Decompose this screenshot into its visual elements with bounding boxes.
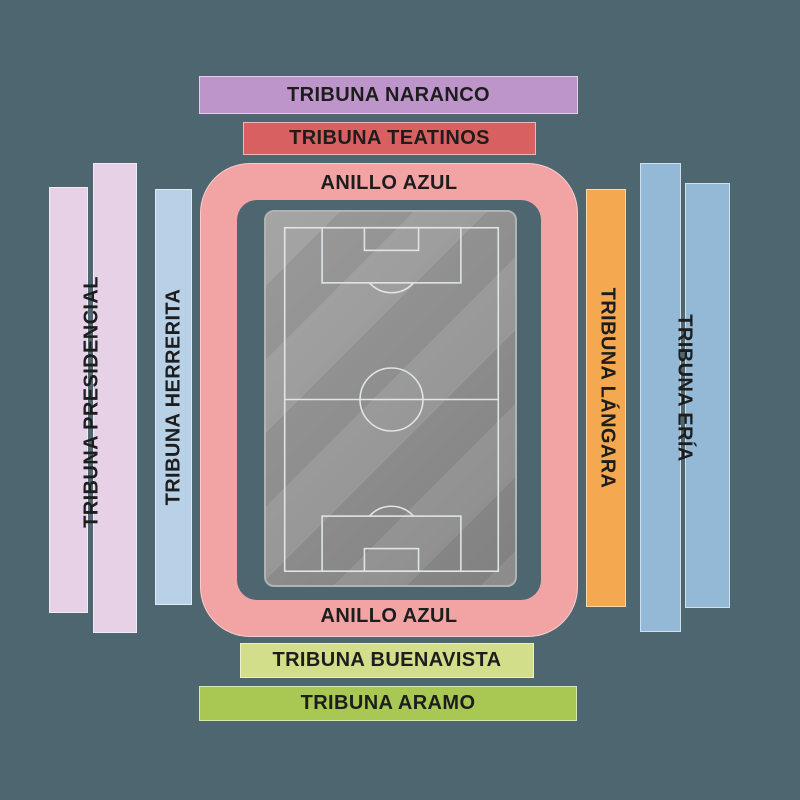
stand-label-naranco: TRIBUNA NARANCO	[286, 83, 491, 106]
stand-tribuna-herrerita[interactable]	[155, 189, 192, 605]
football-pitch	[264, 210, 517, 587]
stand-tribuna-naranco[interactable]: TRIBUNA NARANCO	[199, 76, 578, 114]
stand-tribuna-teatinos[interactable]: TRIBUNA TEATINOS	[243, 122, 536, 155]
stand-tribuna-presidencial-inner[interactable]	[93, 163, 137, 633]
stand-label-teatinos: TRIBUNA TEATINOS	[289, 127, 490, 149]
stand-label-aramo: TRIBUNA ARAMO	[300, 692, 476, 714]
stand-tribuna-buenavista[interactable]: TRIBUNA BUENAVISTA	[240, 643, 534, 678]
pitch-markings	[283, 226, 500, 573]
stand-tribuna-eria-outer[interactable]	[685, 183, 730, 608]
stand-label-anillo-azul-top: ANILLO AZUL	[320, 171, 458, 194]
stand-tribuna-eria-inner[interactable]	[640, 163, 681, 632]
stand-tribuna-presidencial-outer[interactable]	[49, 187, 88, 613]
stand-tribuna-aramo[interactable]: TRIBUNA ARAMO	[199, 686, 577, 721]
stand-label-anillo-azul-bottom: ANILLO AZUL	[320, 604, 458, 627]
stand-tribuna-langara[interactable]	[586, 189, 626, 607]
stand-anillo-azul[interactable]: ANILLO AZUL ANILLO AZUL	[200, 163, 578, 637]
stand-label-buenavista: TRIBUNA BUENAVISTA	[272, 649, 502, 671]
